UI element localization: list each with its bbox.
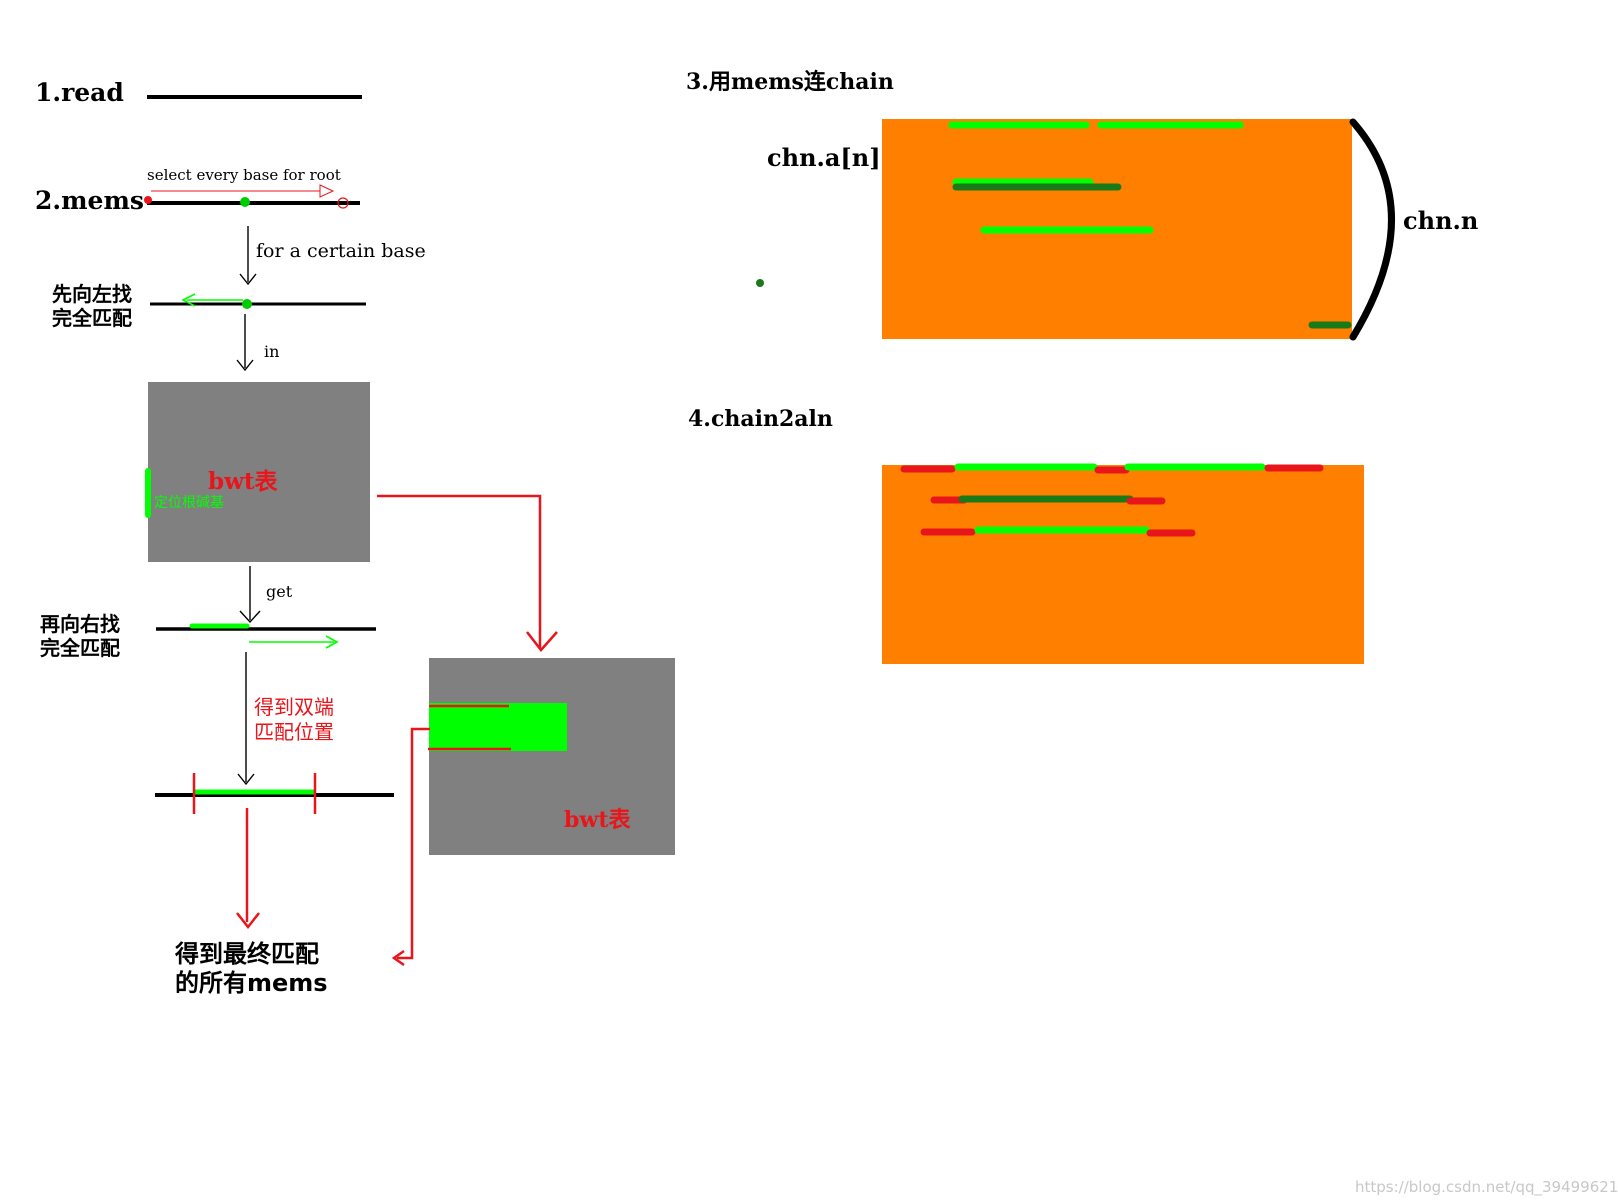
right-search-arrow-head: [325, 635, 339, 649]
final-mems-label: 得到最终匹配 的所有mems: [175, 940, 328, 997]
red-connector-to-final: [397, 727, 430, 960]
bwt-table-label: bwt表: [208, 468, 278, 495]
root-green-dot: [240, 197, 250, 207]
start-red-dot: [144, 196, 152, 204]
in-label: in: [264, 342, 280, 361]
arrow-both-ends-head: [237, 773, 255, 786]
select-note: select every base for root: [147, 166, 341, 184]
select-arrow-head: [319, 184, 335, 198]
arrow-in-head: [236, 359, 254, 372]
get-label: get: [266, 582, 293, 601]
locate-root-label: 定位根碱基: [154, 495, 224, 511]
chain-dot: [756, 279, 764, 287]
step-chain-label: 3.用mems连chain: [686, 69, 894, 95]
for-base-label: for a certain base: [256, 240, 426, 262]
left-search-label: 先向左找 完全匹配: [52, 282, 132, 330]
watermark: https://blog.csdn.net/qq_39499621: [1355, 1178, 1618, 1196]
left-search-arrow-head: [181, 293, 196, 307]
chain-array-label: chn.a[n]: [767, 143, 881, 172]
end-red-circle: [337, 197, 349, 209]
bwt-table-2-match: [429, 703, 567, 751]
red-connector-head: [526, 631, 558, 652]
arrow-for-base-head: [239, 273, 257, 286]
bwt-table-2-label: bwt表: [564, 807, 631, 833]
step-aln-label: 4.chain2aln: [688, 406, 833, 432]
both-ends-label: 得到双端 匹配位置: [254, 695, 334, 744]
left-search-root-dot: [242, 299, 252, 309]
right-search-label: 再向右找 完全匹配: [40, 612, 120, 660]
chain-count-label: chn.n: [1403, 206, 1479, 235]
bwt-table-box: [148, 382, 370, 562]
red-connector-to-final-head: [391, 949, 405, 967]
aln-box: [882, 465, 1364, 664]
step-mems-label: 2.mems: [35, 186, 144, 215]
bwt-table-2-box: [429, 658, 675, 855]
red-connector-to-bwt2: [377, 494, 542, 648]
step-read-label: 1.read: [35, 78, 124, 107]
chain-n-bracket: [1349, 118, 1395, 341]
arrow-get-head: [239, 610, 261, 624]
red-arrow-final-head: [236, 912, 260, 930]
